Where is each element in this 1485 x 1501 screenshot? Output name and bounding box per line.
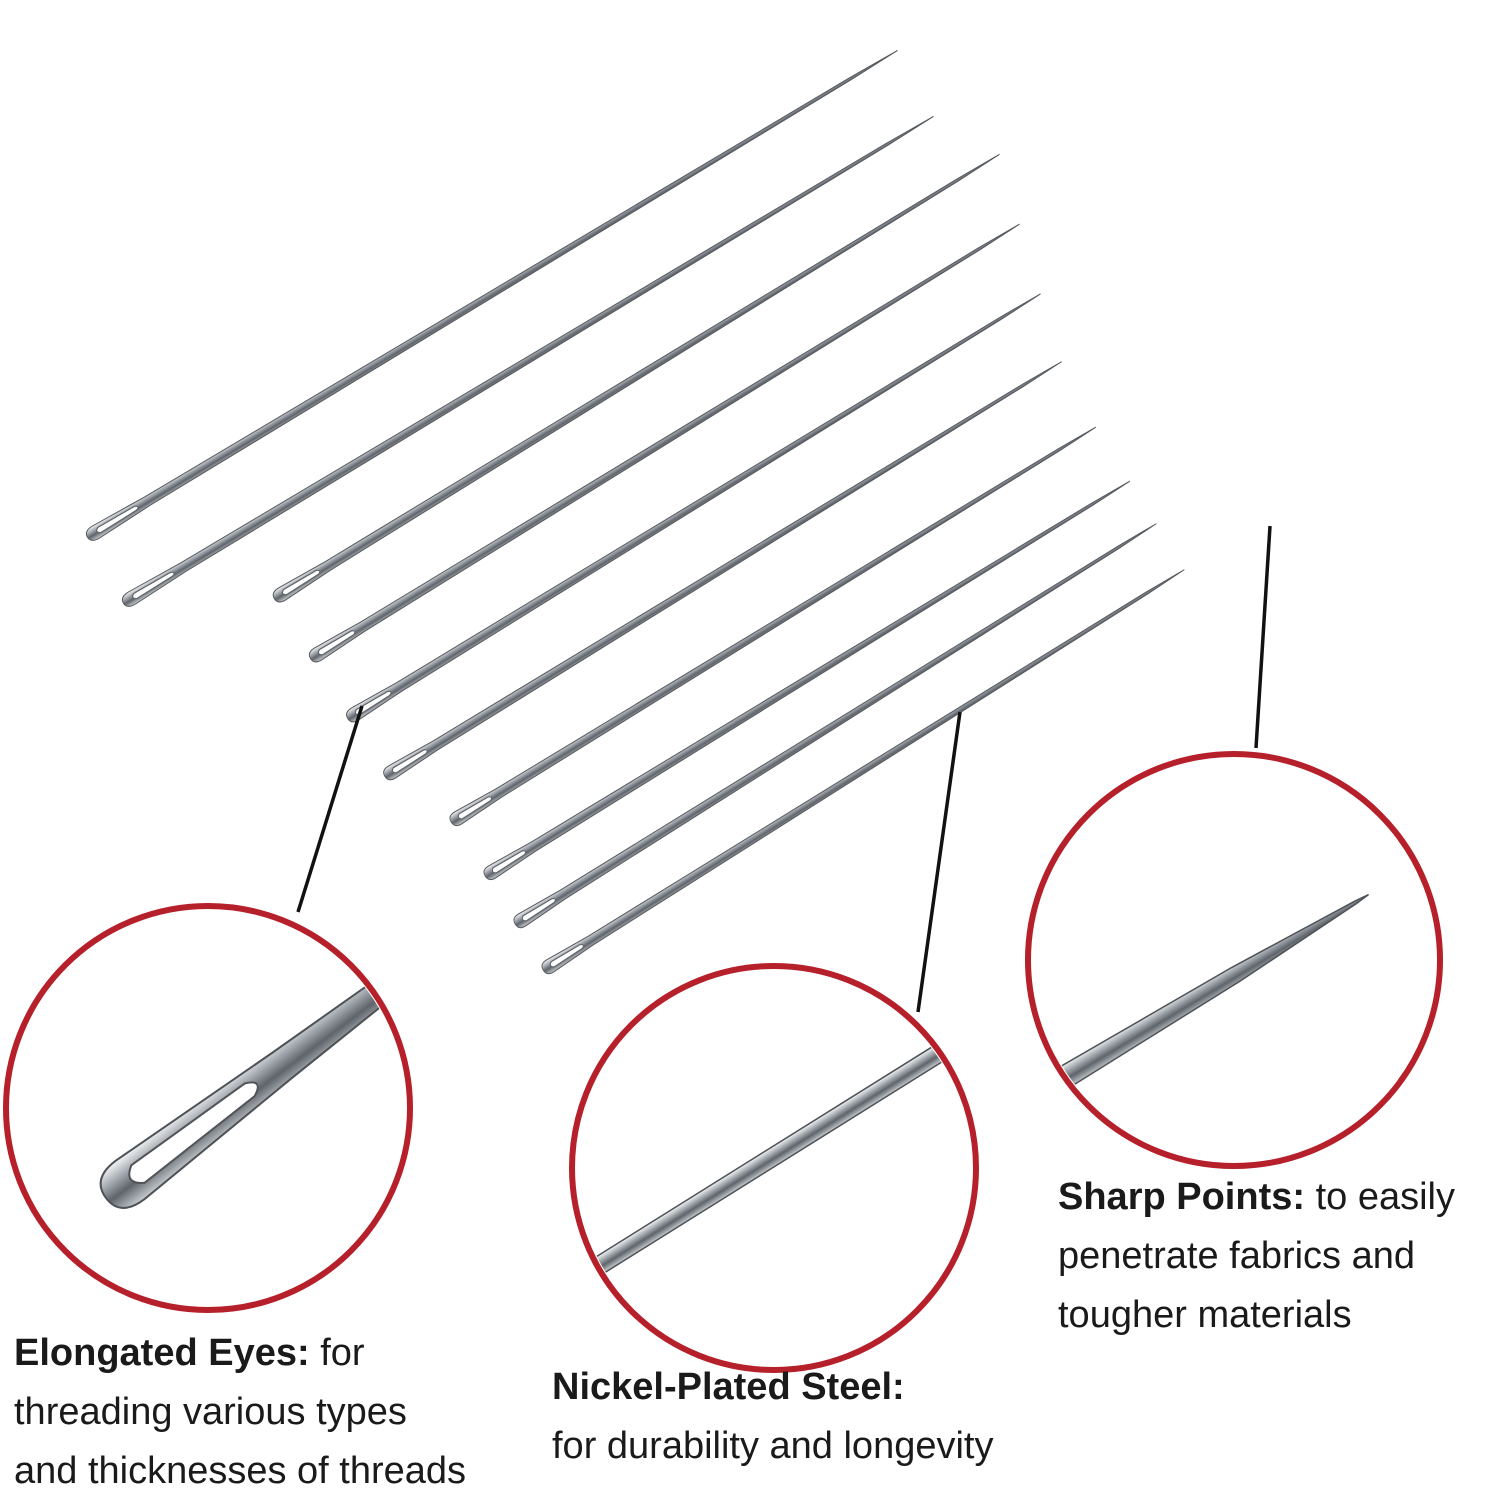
needle <box>380 355 1066 783</box>
caption-sharp-points: Sharp Points: to easily penetrate fabric… <box>1058 1168 1485 1345</box>
callout-points-circle <box>1025 751 1443 1169</box>
caption-text: to easily <box>1305 1176 1455 1218</box>
caption-text: for <box>309 1332 365 1374</box>
caption-text: for durability and longevity <box>552 1425 994 1467</box>
leader-lines <box>296 525 1272 1013</box>
needle <box>306 217 1024 666</box>
caption-text: tougher materials <box>1058 1294 1352 1336</box>
callout-steel-circle <box>569 963 979 1373</box>
leader-line-points <box>1254 525 1272 749</box>
caption-heading: Elongated Eyes: <box>14 1332 310 1374</box>
leader-line-eyes <box>296 705 364 913</box>
caption-elongated-eyes: Elongated Eyes: for threading various ty… <box>14 1324 514 1501</box>
needle-group <box>83 43 1189 977</box>
needle <box>119 109 938 610</box>
needle <box>270 147 1004 606</box>
caption-nickel-plated-steel: Nickel-Plated Steel: for durability and … <box>552 1358 1052 1476</box>
needle <box>480 474 1135 883</box>
caption-text: penetrate fabrics and <box>1058 1235 1416 1277</box>
caption-heading: Sharp Points: <box>1058 1176 1306 1218</box>
callout-eyes-circle <box>3 903 413 1313</box>
leader-line-steel <box>916 711 962 1013</box>
caption-text: threading various types <box>14 1391 407 1433</box>
caption-text: and thicknesses of threads <box>14 1450 467 1492</box>
caption-heading: Nickel-Plated Steel: <box>552 1366 905 1408</box>
